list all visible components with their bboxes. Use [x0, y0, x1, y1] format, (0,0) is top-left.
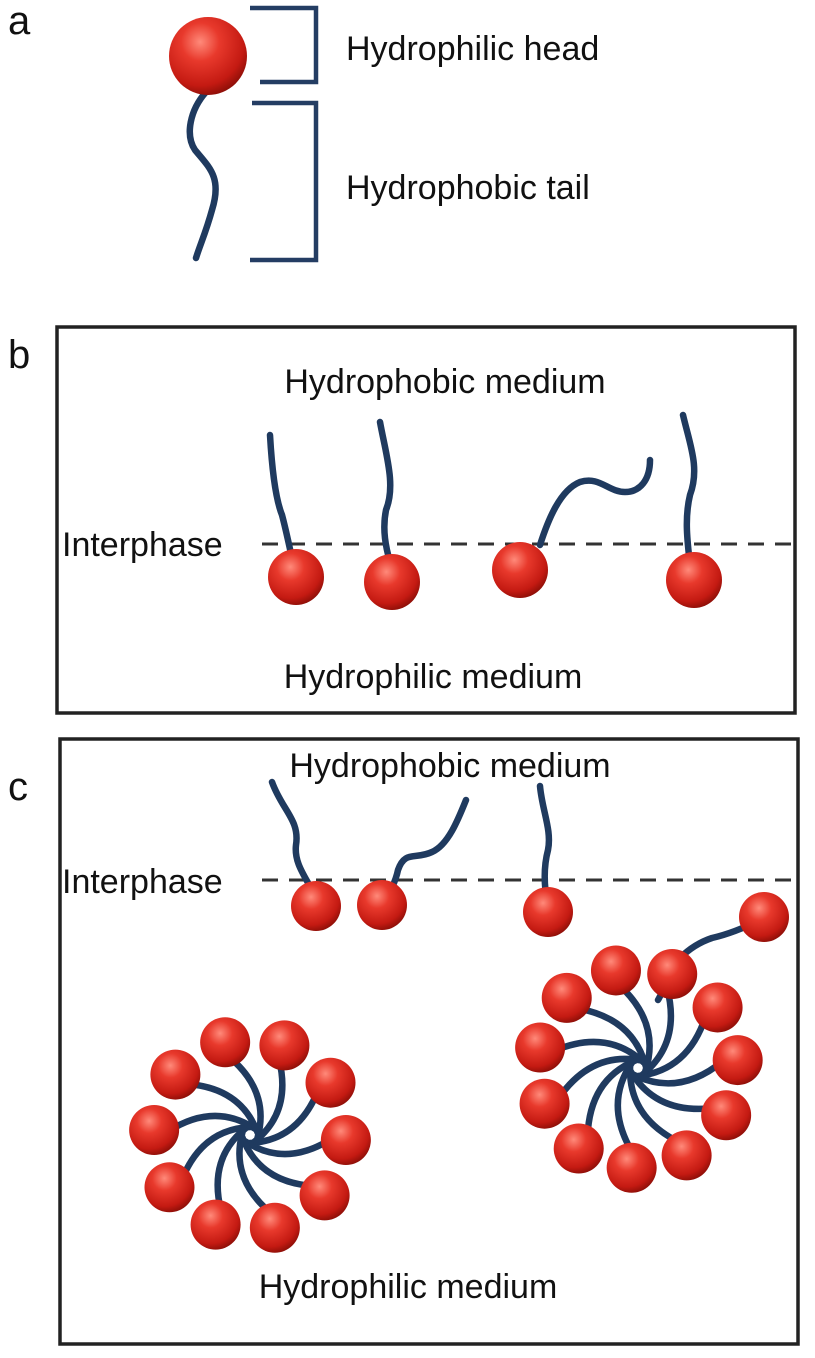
- head-label: Hydrophilic head: [346, 30, 599, 68]
- surfactant-head: [364, 554, 420, 610]
- micelle-heads: [129, 1017, 371, 1253]
- surfactant-tail: [536, 456, 654, 549]
- surfactant-head: [590, 945, 641, 996]
- surfactant-tail: [614, 1059, 636, 1157]
- surfactant-head: [606, 1142, 657, 1193]
- surfactant-tail: [627, 1068, 717, 1113]
- micelle-heads: [515, 945, 763, 1193]
- surfactant-head: [692, 982, 743, 1033]
- surfactant-head: [299, 1170, 350, 1221]
- panel-a: a Hydrophilic head Hydrophobic tail: [8, 0, 599, 263]
- surfactant-head: [305, 1057, 356, 1108]
- panel-c-frame: [58, 737, 800, 1346]
- surfactant-tail: [186, 88, 219, 262]
- surfactant-tail: [634, 1013, 709, 1080]
- panel-c: c Hydrophobic medium Interphase Hydrophi…: [8, 737, 800, 1346]
- surfactant-tail: [268, 778, 316, 894]
- surfactant-head: [190, 1199, 241, 1250]
- surfactant-head: [553, 1123, 604, 1174]
- surfactant-head: [492, 542, 548, 598]
- surfactant-head: [666, 552, 722, 608]
- surfactant-head: [519, 1078, 570, 1129]
- panel-letter-c: c: [8, 765, 28, 809]
- surfactant-head: [259, 1020, 310, 1071]
- panel-b: b Hydrophobic medium Interphase Hydrophi…: [8, 325, 797, 715]
- hydrophilic-medium-label: Hydrophilic medium: [259, 1268, 558, 1306]
- surfactant-tail: [266, 431, 296, 562]
- panel-letter-a: a: [8, 0, 31, 43]
- micelle: [129, 1017, 371, 1253]
- surfactant-head: [150, 1049, 201, 1100]
- surfactant-head: [357, 880, 407, 930]
- surfactant-tail: [574, 1005, 650, 1070]
- surfactant-head: [701, 1090, 752, 1141]
- surfactant-tail: [584, 1057, 639, 1140]
- surfactant-tail: [376, 418, 394, 566]
- surfactant-head: [647, 949, 698, 1000]
- surfactant-head: [268, 549, 324, 605]
- surfactant-tail: [555, 1055, 644, 1102]
- surfactant-head: [320, 1115, 371, 1166]
- surfactant-tail: [626, 1063, 683, 1146]
- surfactant-tail: [679, 411, 698, 569]
- surfactant-tail: [536, 782, 553, 899]
- surfactant-tail: [551, 1038, 648, 1066]
- hydrophobic-medium-label: Hydrophobic medium: [289, 747, 610, 785]
- surfactant-molecules: [268, 778, 789, 1004]
- surfactant-head: [739, 892, 789, 942]
- interphase-label: Interphase: [62, 863, 223, 901]
- surfactant-molecules: [266, 411, 722, 610]
- surfactant-head: [200, 1017, 251, 1068]
- hydrophilic-medium-label: Hydrophilic medium: [284, 658, 583, 696]
- micelle: [515, 945, 763, 1193]
- interphase-label: Interphase: [62, 526, 223, 564]
- surfactant-head: [515, 1022, 566, 1073]
- surfactant-head: [291, 881, 341, 931]
- surfactant-tail: [616, 981, 653, 1075]
- surfactant-head: [712, 1035, 763, 1086]
- surfactant-head: [169, 17, 247, 95]
- surfactant-head: [541, 972, 592, 1023]
- surfactant-head: [129, 1104, 180, 1155]
- hydrophobic-medium-label: Hydrophobic medium: [284, 363, 605, 401]
- surfactant-head: [144, 1162, 195, 1213]
- tail-label: Hydrophobic tail: [346, 169, 590, 207]
- tail-bracket: [250, 100, 319, 263]
- head-bracket: [250, 5, 319, 85]
- surfactant-tail: [386, 796, 470, 896]
- surfactant-head: [249, 1202, 300, 1253]
- surfactant-head: [523, 887, 573, 937]
- panel-b-frame: [55, 325, 797, 715]
- surfactant-tail: [630, 1058, 726, 1087]
- surfactant-head: [661, 1130, 712, 1181]
- panel-letter-b: b: [8, 333, 30, 377]
- micelle-tails: [551, 981, 726, 1157]
- surfactant-tail: [639, 984, 675, 1078]
